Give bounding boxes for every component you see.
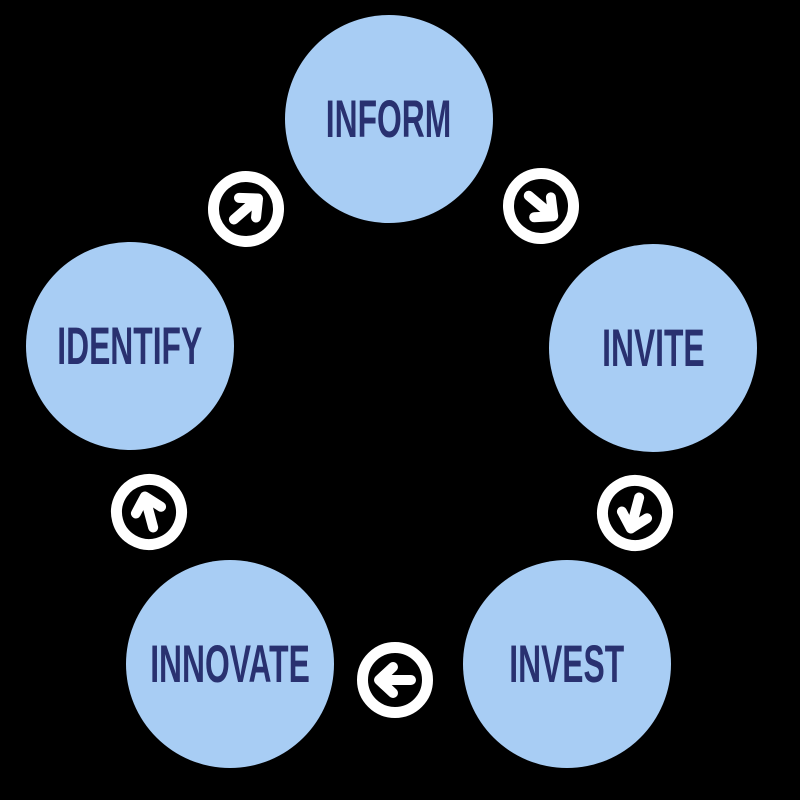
step-label-invest: INVEST [509,634,625,694]
arrow-invest-to-innovate-icon [356,641,434,719]
arrow-inform-to-invite-icon [502,167,580,245]
step-circle-invest: INVEST [463,560,671,768]
step-circle-inform: INFORM [285,15,493,223]
arrow-innovate-to-identify-icon [110,473,188,551]
step-circle-invite: INVITE [549,244,757,452]
step-circle-innovate: INNOVATE [126,560,334,768]
arrow-invite-to-invest-icon [596,474,674,552]
step-label-identify: IDENTIFY [57,316,203,376]
step-circle-identify: IDENTIFY [26,242,234,450]
step-label-invite: INVITE [601,318,705,378]
arrow-identify-to-inform-icon [207,170,285,248]
step-label-inform: INFORM [326,89,452,149]
step-label-innovate: INNOVATE [150,634,310,694]
